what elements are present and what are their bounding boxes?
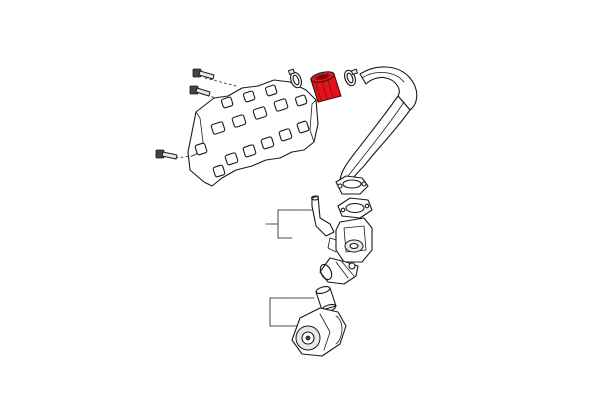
bolt-upper[interactable] (192, 68, 237, 87)
lower-elbow[interactable] (318, 257, 359, 285)
bottom-housing[interactable] (291, 307, 347, 357)
adaptor-tube[interactable] (315, 285, 337, 313)
breather-pipe-fitting[interactable] (310, 195, 335, 237)
pipe-flange[interactable] (335, 175, 369, 195)
callout-bracket-lower (269, 297, 315, 327)
callout-bracket-upper (265, 209, 319, 239)
manifold-gasket[interactable] (187, 79, 319, 187)
hose-section-bore (315, 74, 330, 80)
gasket-ports-lower (194, 120, 310, 178)
gasket-ports-upper (210, 84, 308, 135)
bolt-middle[interactable] (189, 85, 217, 99)
flange-gasket[interactable] (337, 197, 373, 219)
valve-housing[interactable] (327, 217, 373, 263)
hose-section[interactable] (310, 70, 342, 103)
bolt-lower[interactable] (155, 149, 193, 160)
hose-clamp-left[interactable] (287, 68, 303, 89)
hose-clamp-right[interactable] (343, 68, 359, 87)
